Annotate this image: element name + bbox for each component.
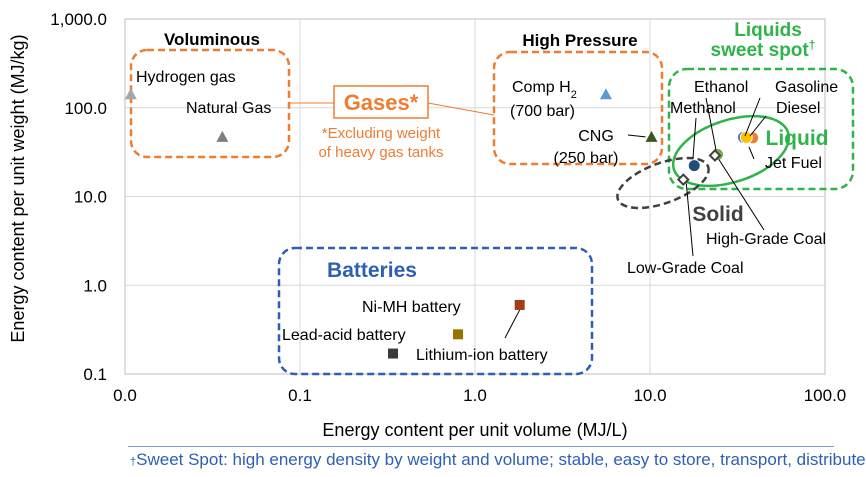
y-tick-label-3: 100.0 <box>64 99 107 118</box>
x-tick-label-4: 100.0 <box>804 386 847 405</box>
gasoline-label: Gasoline <box>775 79 838 96</box>
gases-label: Gases* <box>344 90 419 115</box>
comp-h2-label: Comp H2 <box>512 79 577 101</box>
methanol-leader-line <box>692 117 697 159</box>
x-tick-label-0: 0.0 <box>113 386 137 405</box>
gases-connector-right <box>427 102 495 116</box>
batteries-label: Batteries <box>327 259 417 282</box>
jet-fuel-leader-line <box>748 146 755 160</box>
natural-gas-label: Natural Gas <box>186 100 271 117</box>
ethanol-label: Ethanol <box>694 79 748 96</box>
comp-h2-label-subscript: 2 <box>571 89 577 101</box>
y-tick-label-2: 10.0 <box>74 188 107 207</box>
sweet-spot-label: sweet spot† <box>711 38 816 61</box>
ni-mh-battery-label: Ni-MH battery <box>362 299 461 316</box>
data-point-12 <box>453 329 464 340</box>
sweet-spot-label-superscript: † <box>809 38 816 52</box>
y-tick-label-1: 1.0 <box>83 276 107 295</box>
high-pressure-group-box <box>492 50 664 166</box>
methanol-label: Methanol <box>670 100 736 117</box>
voluminous-label: Voluminous <box>164 30 260 49</box>
x-tick-label-1: 0.1 <box>288 386 312 405</box>
data-point-9 <box>676 173 690 187</box>
liquids-label: Liquids <box>734 20 802 41</box>
energy-density-chart: 0.0 0.1 1.0 10.0 100.0 0.1 1.0 10.0 100.0 1,000.0… <box>8 10 855 440</box>
lithium-ion-battery-label: Lithium-ion battery <box>416 347 548 364</box>
low-grade-coal-label: Low-Grade Coal <box>627 260 744 277</box>
diesel-leader-line <box>749 115 767 137</box>
footnote-text: Sweet Spot: high energy density by weigh… <box>136 450 866 469</box>
data-point-11 <box>514 299 525 310</box>
lithium-ion-leader-line <box>504 309 521 339</box>
gases-label-box <box>333 85 429 119</box>
data-point-2 <box>599 88 612 100</box>
x-tick-label-2: 1.0 <box>463 386 487 405</box>
ethanol-leader-line <box>705 97 717 151</box>
plot-area-frame <box>124 18 826 375</box>
gases-note-line1: *Excluding weight <box>322 125 441 142</box>
diesel-label: Diesel <box>776 100 820 117</box>
gasoline-leader-line <box>744 97 761 137</box>
y-axis-label: Energy content per unit weight (MJ/kg) <box>8 34 28 342</box>
batteries-group-box <box>277 246 594 376</box>
data-point-4 <box>687 159 701 173</box>
data-point-1 <box>216 130 229 142</box>
cng-leader-line <box>627 134 646 138</box>
comp-h2-pressure-label: (700 bar) <box>510 103 575 120</box>
data-point-10 <box>708 149 722 162</box>
lead-acid-battery-label: Lead-acid battery <box>282 327 406 344</box>
solid-group-ellipse <box>616 156 710 210</box>
high-grade-coal-label: High-Grade Coal <box>706 231 826 248</box>
gases-note-line2: of heavy gas tanks <box>318 144 443 161</box>
footnote-divider <box>128 446 834 447</box>
low-grade-coal-leader-line <box>685 183 694 257</box>
liquid-group-ellipse <box>671 114 791 188</box>
jet-fuel-label: Jet Fuel <box>765 155 822 172</box>
data-point-3 <box>645 130 658 142</box>
data-point-0 <box>124 88 137 100</box>
footnote-symbol: † <box>130 456 137 468</box>
x-tick-label-3: 10.0 <box>633 386 666 405</box>
data-point-13 <box>388 348 399 359</box>
high-pressure-label: High Pressure <box>522 31 637 50</box>
x-axis-label: Energy content per unit volume (MJ/L) <box>322 420 627 440</box>
footnote: †Sweet Spot: high energy density by weig… <box>130 450 866 470</box>
cng-label: CNG <box>578 128 614 145</box>
high-grade-coal-leader-line <box>718 159 765 231</box>
solid-label: Solid <box>692 203 743 226</box>
liquid-label: Liquid <box>766 127 829 150</box>
cng-pressure-label: (250 bar) <box>554 150 619 167</box>
liquids-sweet-spot-box <box>667 67 855 191</box>
hydrogen-gas-label: Hydrogen gas <box>136 69 236 86</box>
y-tick-label-0: 0.1 <box>83 365 107 384</box>
voluminous-group-box <box>129 48 291 159</box>
y-tick-label-4: 1,000.0 <box>50 10 107 29</box>
